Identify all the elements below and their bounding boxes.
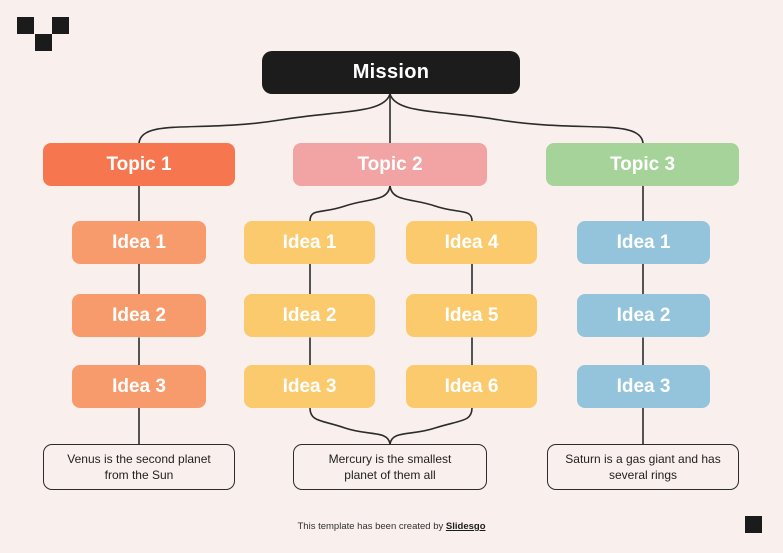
- topic2-idea-6: Idea 6: [406, 365, 537, 408]
- topic1-idea-2: Idea 2: [72, 294, 206, 337]
- footer-credit: This template has been created by Slides…: [0, 521, 783, 532]
- topic-2-node: Topic 2: [293, 143, 487, 186]
- slidesgo-brand-link[interactable]: Slidesgo: [445, 521, 486, 532]
- topic3-idea-3: Idea 3: [577, 365, 710, 408]
- topic2-idea-1: Idea 1: [244, 221, 375, 264]
- mission-node: Mission: [262, 51, 520, 94]
- connector-topic2-split-left: [309, 185, 391, 222]
- pixel-deco-top-left-1: [17, 17, 34, 34]
- connector-topic2-split-right: [389, 185, 473, 222]
- topic1-idea-1: Idea 1: [72, 221, 206, 264]
- topic1-note-box: Venus is the second planet from the Sun: [43, 444, 235, 490]
- topic2-idea-3: Idea 3: [244, 365, 375, 408]
- connector-mission-topic3: [389, 93, 644, 144]
- topic-1-node: Topic 1: [43, 143, 235, 186]
- topic2-note-box: Mercury is the smallest planet of them a…: [293, 444, 487, 490]
- topic2-idea-5: Idea 5: [406, 294, 537, 337]
- topic1-idea-3: Idea 3: [72, 365, 206, 408]
- pixel-deco-bottom-right: [745, 516, 762, 533]
- topic3-idea-1: Idea 1: [577, 221, 710, 264]
- topic3-note-box: Saturn is a gas giant and has several ri…: [547, 444, 739, 490]
- topic-3-node: Topic 3: [546, 143, 739, 186]
- topic2-idea-4: Idea 4: [406, 221, 537, 264]
- topic2-idea-2: Idea 2: [244, 294, 375, 337]
- connector-topic2-merge-right: [389, 407, 473, 445]
- pixel-deco-top-left-3: [35, 34, 52, 51]
- topic3-idea-2: Idea 2: [577, 294, 710, 337]
- connector-mission-topic1: [138, 93, 391, 144]
- footer-credit-text: This template has been created by: [297, 521, 446, 532]
- connector-topic2-merge-left: [309, 407, 391, 445]
- pixel-deco-top-left-2: [52, 17, 69, 34]
